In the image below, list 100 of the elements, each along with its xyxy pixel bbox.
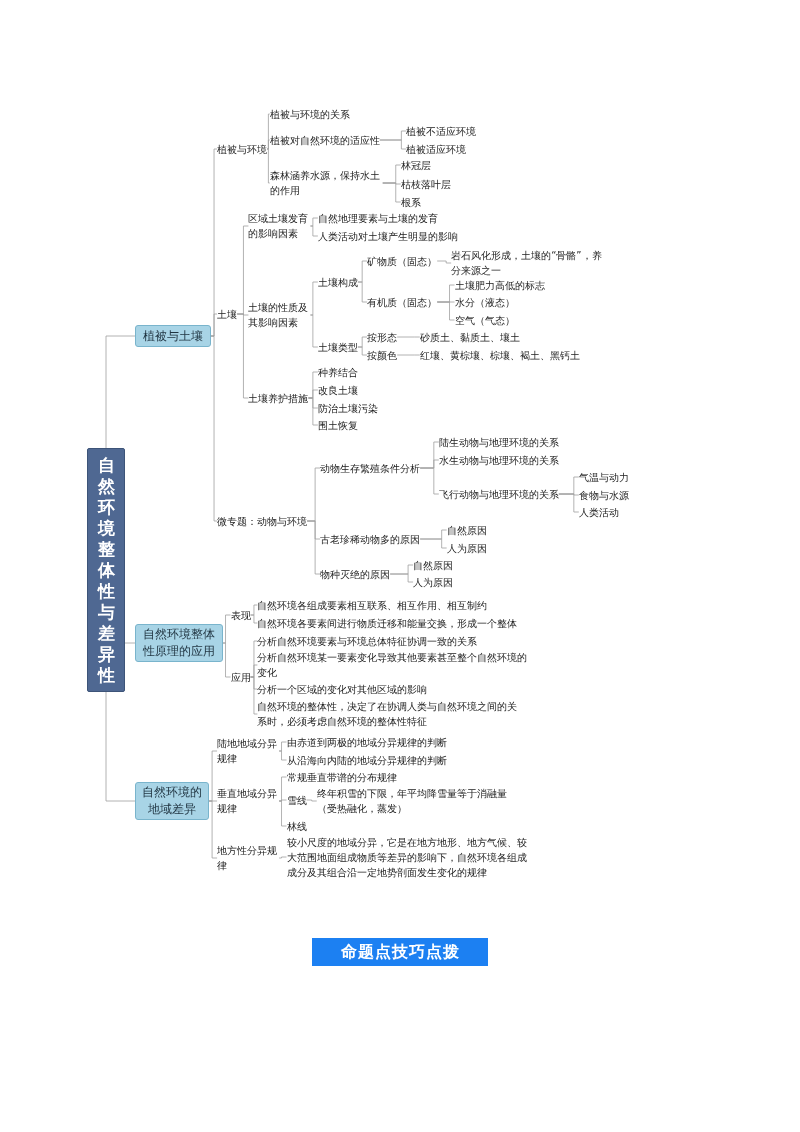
topic-text: 植被与环境的关系	[269, 106, 350, 122]
connector-line	[389, 573, 414, 583]
connector-line	[396, 354, 421, 356]
connector-line	[310, 314, 319, 348]
topic-text: 自然环境各组成要素相互联系、相互作用、相互制约	[257, 597, 488, 613]
topic-text: 根系	[400, 194, 421, 210]
topic-box: 植被与土壤	[135, 325, 211, 347]
topic-text: 人为原因	[413, 574, 454, 590]
topic-text: 古老珍稀动物多的原因	[320, 531, 421, 547]
topic-text: 陆生动物与地理环境的关系	[438, 434, 559, 450]
connector-line	[278, 776, 287, 802]
topic-text: 垂直地域分异规律	[217, 786, 280, 816]
connector-line	[250, 614, 258, 624]
topic-text: 种养结合	[317, 364, 358, 380]
topic-text: 动物生存繁殖条件分析	[320, 460, 421, 476]
topic-text: 较小尺度的地域分异，它是在地方地形、地方气候、较大范围地面组成物质等差异的影响下，自然环境各组成成分及其组合沿一定地势剖面发生变化的规律	[286, 834, 529, 880]
topic-text: 改良土壤	[317, 382, 358, 398]
connector-line	[308, 397, 319, 426]
topic-text: 矿物质（固态）	[367, 253, 438, 269]
topic-text: 人类活动	[578, 504, 619, 520]
connector-line	[310, 281, 319, 316]
topic-text: 水分（液态）	[454, 294, 515, 310]
connector-line	[419, 538, 448, 549]
connector-line	[278, 741, 287, 752]
connector-line	[278, 799, 287, 802]
connector-line	[210, 335, 218, 522]
topic-text: 自然环境各要素间进行物质迁移和能量交换，形成一个整体	[257, 615, 518, 631]
topic-text: 分析自然环境要素与环境总体特征协调一致的关系	[257, 633, 478, 649]
connector-line	[208, 750, 218, 802]
topic-text: 终年积雪的下限，年平均降雪量等于消融量（受热融化，蒸发）	[316, 786, 509, 816]
connector-line	[357, 281, 368, 303]
topic-text: 分析自然环境某一要素变化导致其他要素甚至整个自然环境的变化	[257, 650, 530, 680]
connector-line	[250, 664, 258, 678]
topic-text: 水生动物与地理环境的关系	[438, 452, 559, 468]
connector-line	[210, 313, 218, 337]
topic-text: 陆地地域分异规律	[217, 736, 280, 766]
topic-text: 按形态	[367, 329, 398, 345]
connector-line	[278, 856, 287, 859]
topic-text: 按颜色	[367, 347, 398, 363]
connector-line	[124, 642, 136, 644]
banner: 命题点技巧点拨	[312, 938, 488, 966]
topic-text: 区域土壤发育的影响因素	[248, 211, 311, 241]
topic-text: 人为原因	[446, 540, 487, 556]
topic-text: 常规垂直带谱的分布规律	[286, 769, 397, 785]
connector-line	[419, 467, 440, 495]
connector-line	[379, 139, 407, 150]
topic-text: 物种灭绝的原因	[320, 566, 391, 582]
topic-text: 植被与环境	[217, 141, 268, 157]
topic-text: 植被适应环境	[406, 141, 467, 157]
connector-line	[310, 217, 319, 227]
topic-text: 土壤类型	[317, 339, 358, 355]
connector-line	[105, 335, 136, 449]
topic-text: 砂质土、黏质土、壤土	[419, 329, 520, 345]
connector-line	[382, 182, 402, 203]
connector-line	[105, 691, 136, 802]
connector-line	[250, 604, 258, 616]
topic-box: 自然环境整体性原理的应用	[135, 624, 223, 662]
topic-text: 自然环境的整体性，决定了在协调人类与自然环境之间的关系时，必须考虑自然环境的整体性特征	[257, 699, 520, 729]
connector-line	[222, 614, 231, 644]
connector-line	[357, 346, 368, 356]
topic-text: 自然原因	[446, 522, 487, 538]
topic-text: 空气（气态）	[454, 312, 515, 328]
connector-line	[236, 313, 249, 399]
topic-text: 土壤肥力高低的标志	[454, 277, 545, 293]
topic-text: 人类活动对土壤产生明显的影响	[317, 228, 458, 244]
topic-text: 围土恢复	[317, 417, 358, 433]
topic-text: 土壤养护措施	[248, 390, 309, 406]
connector-line	[266, 148, 271, 184]
connector-line	[250, 676, 258, 715]
topic-text: 枯枝落叶层	[400, 176, 451, 192]
topic-text: 岩石风化形成，土壤的“骨骼”，养分来源之一	[451, 248, 605, 278]
topic-text: 植被不适应环境	[406, 123, 477, 139]
topic-text: 植被对自然环境的适应性	[269, 132, 380, 148]
topic-text: 食物与水源	[578, 487, 629, 503]
title-box: 自然环境整体性与差异性	[87, 448, 125, 692]
topic-text: 有机质（固态）	[367, 294, 438, 310]
topic-text: 地方性分异规律	[217, 843, 280, 873]
connector-line	[306, 799, 318, 802]
topic-text: 由赤道到两极的地域分异规律的判断	[286, 734, 447, 750]
topic-text: 微专题：动物与环境	[217, 513, 308, 529]
topic-text: 红壤、黄棕壤、棕壤、褐土、黑钙土	[419, 347, 580, 363]
topic-text: 表现	[230, 607, 251, 623]
topic-text: 防治土壤污染	[317, 400, 378, 416]
topic-text: 土壤的性质及其影响因素	[248, 300, 311, 330]
connector-line	[266, 139, 271, 150]
topic-text: 雪线	[286, 792, 307, 808]
connector-line	[436, 301, 455, 321]
connector-line	[208, 800, 218, 859]
topic-text: 土壤构成	[317, 274, 358, 290]
topic-text: 分析一个区域的变化对其他区域的影响	[257, 681, 428, 697]
topic-text: 土壤	[217, 306, 238, 322]
topic-box: 自然环境的地域差异	[135, 782, 209, 820]
connector-line	[222, 642, 231, 678]
topic-text: 林冠层	[400, 157, 431, 173]
connector-line	[310, 225, 319, 237]
connector-line	[306, 520, 321, 575]
topic-text: 气温与动力	[578, 469, 629, 485]
topic-text: 自然原因	[413, 557, 454, 573]
connector-line	[436, 260, 452, 264]
topic-text: 应用	[230, 669, 251, 685]
